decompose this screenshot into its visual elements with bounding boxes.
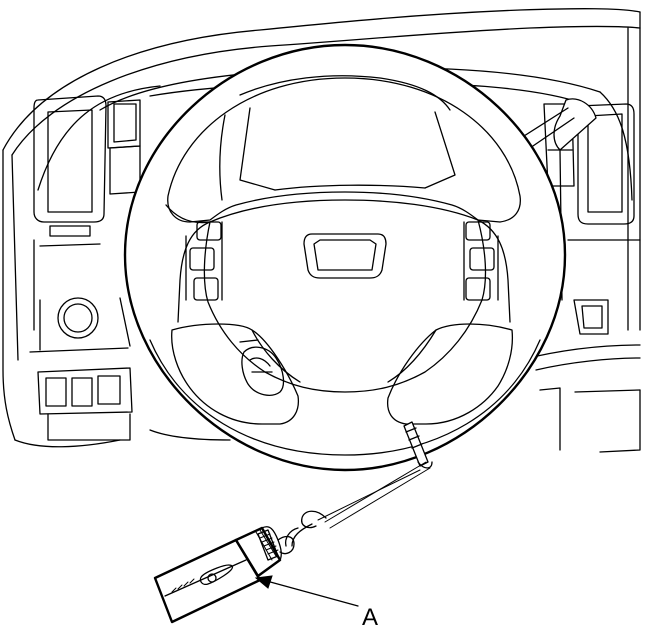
callout-label-a: A <box>362 604 378 631</box>
left-spoke-switches <box>185 221 223 301</box>
right-spoke-switches <box>463 221 499 301</box>
callout-a: A <box>254 575 378 631</box>
pull-cord <box>284 421 433 547</box>
tension-gauge <box>153 526 295 624</box>
dashboard <box>2 8 641 453</box>
steering-wheel <box>123 43 567 472</box>
